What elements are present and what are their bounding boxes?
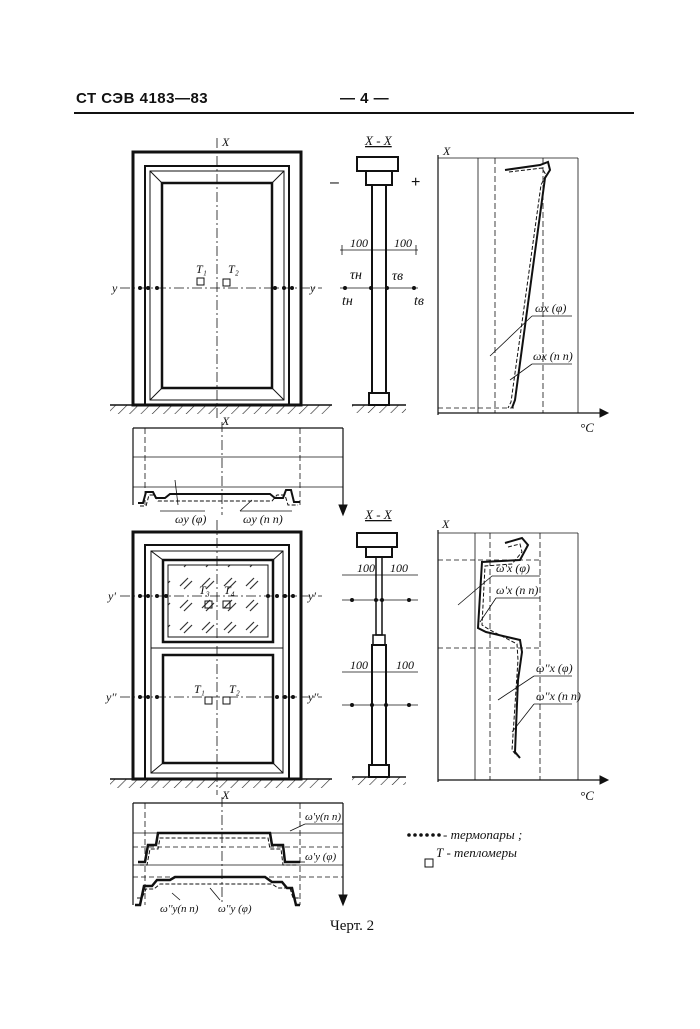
- label-wx2-pp: ω''x (п п): [536, 689, 581, 703]
- plus-sign: +: [411, 174, 420, 191]
- degc-label-bottom: °C: [580, 788, 594, 803]
- dimension-100-right: 100: [394, 236, 412, 250]
- graph-wy-top: [132, 422, 348, 517]
- axis-y1-label-left: y': [107, 589, 116, 603]
- degc-label-top: °C: [580, 420, 594, 435]
- axis-y-label-right: y: [309, 281, 316, 295]
- label-wx1-pp: ω'x (п п): [496, 583, 538, 597]
- section-bottom-dots: [350, 598, 411, 707]
- heatmeter-label-t1-bottom: T₁: [194, 682, 205, 696]
- header-rule: [74, 112, 634, 114]
- dimension-100-lower-right: 100: [396, 658, 414, 672]
- graph-wx-top: [437, 155, 610, 418]
- section-xx-top: [340, 156, 418, 413]
- page-number: — 4 —: [340, 90, 390, 107]
- label-wx2-f: ω''x (φ): [536, 661, 573, 675]
- profile-bottom-x-label: X: [221, 788, 230, 802]
- heatmeter-label-t4: T₄: [224, 583, 235, 597]
- dimension-100-upper-left: 100: [357, 561, 375, 575]
- door-elevation-top: [110, 138, 332, 420]
- label-wx1-f: ω'x (φ): [496, 561, 530, 575]
- label-t-n: tн: [342, 294, 353, 309]
- section-top-dots: [343, 286, 416, 290]
- graph-wx-bottom: [437, 530, 610, 785]
- label-wy1-pp: ω'y(п п): [305, 811, 341, 823]
- label-wy2-pp: ω''y(п п): [160, 903, 199, 915]
- label-wx-f: ωx (φ): [535, 301, 566, 315]
- legend-heatmeter-square: [424, 858, 434, 868]
- label-wy2-f: ω''y (φ): [218, 903, 252, 915]
- axis-y-label-left: y: [111, 281, 118, 295]
- label-wy-pp: ωy (п п): [243, 512, 283, 526]
- label-wy-f: ωy (φ): [175, 512, 206, 526]
- thermocouple-dots-top: [138, 286, 294, 290]
- graph-bottom-x-label: X: [441, 517, 450, 531]
- axis-y2-label-right: y'': [307, 690, 319, 704]
- minus-sign: –: [330, 174, 339, 191]
- axis-x-label: X: [221, 135, 230, 149]
- legend-thermocouple-dots: [407, 833, 441, 837]
- dimension-100-upper-right: 100: [390, 561, 408, 575]
- axis-y1-label-right: y': [307, 589, 316, 603]
- thermocouple-dots-bottom: [138, 594, 295, 699]
- heatmeter-label-t2-bottom: T₂: [229, 682, 240, 696]
- axis-y2-label-left: y'': [105, 690, 117, 704]
- heatmeter-label-t3: T₃: [199, 583, 210, 597]
- document-code: СТ СЭВ 4183—83: [76, 90, 209, 107]
- graph-top-x-label: X: [442, 144, 451, 158]
- profile-top-x-label: X: [221, 414, 230, 428]
- label-tau-v: τв: [392, 269, 403, 284]
- legend-heatmeters: Т - тепломеры: [436, 845, 517, 860]
- door-elevation-bottom: [110, 520, 332, 795]
- section-title-top: X - X: [364, 133, 393, 148]
- figure-caption: Черт. 2: [330, 918, 375, 934]
- legend-thermocouples: - термопары ;: [443, 827, 522, 842]
- label-wy1-f: ω'y (φ): [305, 851, 337, 863]
- dimension-100-left: 100: [350, 236, 368, 250]
- dimension-100-lower-left: 100: [350, 658, 368, 672]
- heatmeter-label-t2: T₂: [228, 262, 239, 276]
- section-title-bottom: X - X: [364, 507, 393, 522]
- legend: - термопары ; Т - тепломеры: [407, 827, 522, 868]
- label-wx-pp: ωx (п п): [533, 349, 573, 363]
- graph-wy-bottom: [132, 797, 348, 907]
- label-tau-n: τн: [350, 268, 362, 283]
- heatmeter-label-t1: T₁: [196, 262, 207, 276]
- label-t-v: tв: [414, 294, 424, 309]
